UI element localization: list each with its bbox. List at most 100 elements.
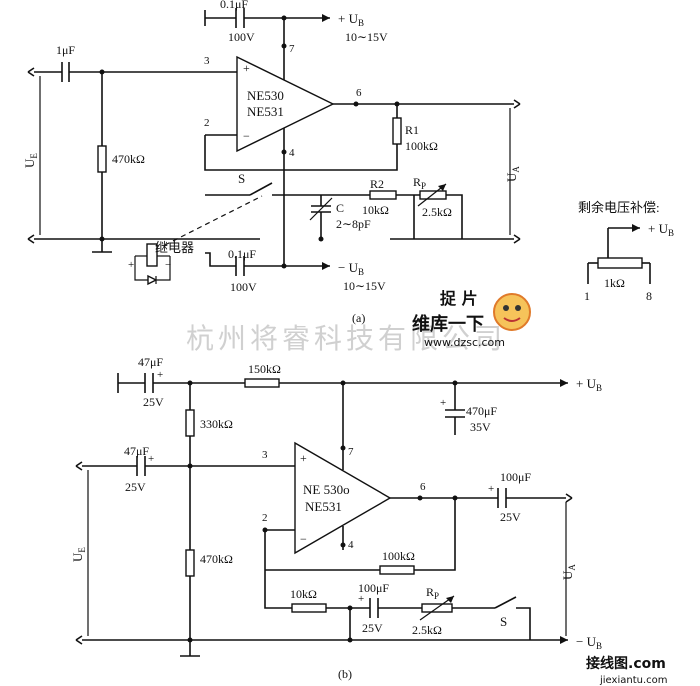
res-a-rp-value: 2.5kΩ <box>422 205 452 219</box>
res-b-150k <box>244 378 280 388</box>
cap-b-in-voltage: 25V <box>125 480 146 494</box>
cap-b-mid-value: 100μF <box>358 581 389 595</box>
svg-text:jiexiantu.com: jiexiantu.com <box>599 675 668 686</box>
cap-b-in-value: 47μF <box>124 444 149 458</box>
watermark-site-logo: 捉 片 维库一下 www.dzsc.com <box>412 289 531 349</box>
pin2-b: 2 <box>262 512 268 524</box>
cap-a-in: 1μF <box>56 43 75 57</box>
cap-b-in-pol: + <box>148 453 154 465</box>
opamp-b-name2: NE531 <box>305 499 342 514</box>
opamp-a <box>236 55 335 153</box>
caption-b: (b) <box>338 667 352 681</box>
opamp-a-name1: NE530 <box>247 88 284 103</box>
cap-a-var-value: 2∼8pF <box>336 217 371 231</box>
offset-pot-value: 1kΩ <box>604 276 625 290</box>
res-b-rp-value: 2.5kΩ <box>412 623 442 637</box>
res-b-150k-label: 150kΩ <box>248 362 281 376</box>
res-a-r1 <box>392 117 402 145</box>
svg-text:接线图.com: 接线图.com <box>586 655 666 672</box>
cap-b-out-value: 100μF <box>500 470 531 484</box>
svg-text:www.dzsc.com: www.dzsc.com <box>424 336 505 349</box>
svg-text:+: + <box>128 259 134 271</box>
svg-text:捉 片: 捉 片 <box>440 289 478 308</box>
offset-pin-left: 1 <box>584 289 590 303</box>
cap-a-bottom-voltage: 100V <box>230 280 257 294</box>
pin6-b: 6 <box>420 481 426 493</box>
output-a-label: UA <box>504 166 521 182</box>
res-a-470k <box>97 145 107 173</box>
opamp-a-name2: NE531 <box>247 104 284 119</box>
res-b-rp-name: RP <box>426 585 439 601</box>
res-a-470k-label: 470kΩ <box>112 152 145 166</box>
cap-b-supply-value: 470μF <box>466 404 497 418</box>
watermark-bottom-logo: 接线图.com jiexiantu.com <box>586 655 668 686</box>
pin2-a: 2 <box>204 117 210 129</box>
res-b-470k <box>185 549 195 577</box>
svg-text:−: − <box>165 259 171 271</box>
cap-a-bottom-value: 0.1μF <box>228 247 256 261</box>
res-b-10k <box>291 603 327 613</box>
res-a-r1-value: 100kΩ <box>405 139 438 153</box>
res-b-330k-label: 330kΩ <box>200 417 233 431</box>
supply-a-neg: − UB <box>338 260 364 277</box>
pin3-b: 3 <box>262 449 268 461</box>
opamp-b-name1: NE 530o <box>303 482 350 497</box>
res-b-10k-label: 10kΩ <box>290 587 317 601</box>
offset-title: 剩余电压补偿: <box>578 200 660 215</box>
output-b-label: UA <box>560 564 577 580</box>
opamp-b <box>294 441 392 555</box>
supply-b-neg: − UB <box>576 634 602 651</box>
cap-b-top-voltage: 25V <box>143 395 164 409</box>
switch-b: S <box>500 614 507 629</box>
offset-compensation: 剩余电压补偿: + UB 1kΩ 1 8 <box>578 200 674 303</box>
pin7-b: 7 <box>348 446 354 458</box>
pin3-a: 3 <box>204 55 210 67</box>
pin4-b: 4 <box>348 539 354 551</box>
res-b-100k-label: 100kΩ <box>382 549 415 563</box>
cap-b-out-pol: + <box>488 483 494 495</box>
cap-b-top-pol: + <box>157 369 163 381</box>
opamp-b-plus: + <box>300 451 307 465</box>
relay-coil: + − <box>128 243 171 286</box>
cap-b-supply-voltage: 35V <box>470 420 491 434</box>
pin7-a: 7 <box>289 43 295 55</box>
res-b-100k <box>379 565 415 575</box>
cap-b-mid-voltage: 25V <box>362 621 383 635</box>
pin4-a: 4 <box>289 147 295 159</box>
opamp-a-minus: − <box>243 129 250 143</box>
input-a-label: UE <box>22 153 39 168</box>
input-b-label: UE <box>70 547 87 562</box>
res-a-r1-name: R1 <box>405 123 419 137</box>
circuit-a: + − NE530 NE531 7 0.1μF 100V + UB 10∼15V… <box>22 0 521 325</box>
cap-a-top-value: 0.1μF <box>220 0 248 11</box>
opamp-b-minus: − <box>300 532 307 546</box>
res-a-r2 <box>369 190 397 200</box>
offset-pot <box>597 257 643 269</box>
opamp-a-plus: + <box>243 61 250 75</box>
res-a-rp-name: RP <box>413 175 426 191</box>
offset-pin-right: 8 <box>646 289 652 303</box>
svg-text:维库一下: 维库一下 <box>412 313 484 335</box>
res-a-r2-name: R2 <box>370 177 384 191</box>
supply-a-neg-range: 10∼15V <box>343 279 386 293</box>
res-b-330k <box>185 409 195 437</box>
switch-a: S <box>238 171 245 186</box>
supply-b-pos: + UB <box>576 376 602 393</box>
cap-b-mid-pol: + <box>358 593 364 605</box>
res-a-rp <box>419 190 447 200</box>
cap-a-top-voltage: 100V <box>228 30 255 44</box>
relay-label: 继电器 <box>155 240 194 255</box>
offset-supply: + UB <box>648 221 674 238</box>
supply-a-pos-range: 10∼15V <box>345 30 388 44</box>
watermark-layer: 杭州将睿科技有限公司 捉 片 维库一下 www.dzsc.com <box>186 289 531 355</box>
res-a-r2-value: 10kΩ <box>362 203 389 217</box>
cap-b-out-voltage: 25V <box>500 510 521 524</box>
cap-a-var-name: C <box>336 201 344 215</box>
cap-b-supply-pol: + <box>440 397 446 409</box>
watermark-company: 杭州将睿科技有限公司 <box>186 322 506 355</box>
res-b-470k-label: 470kΩ <box>200 552 233 566</box>
circuit-b: + − NE 530o NE531 + 47μF 25V 150kΩ + UB … <box>70 355 602 681</box>
caption-a: (a) <box>352 311 365 325</box>
cap-b-top-value: 47μF <box>138 355 163 369</box>
